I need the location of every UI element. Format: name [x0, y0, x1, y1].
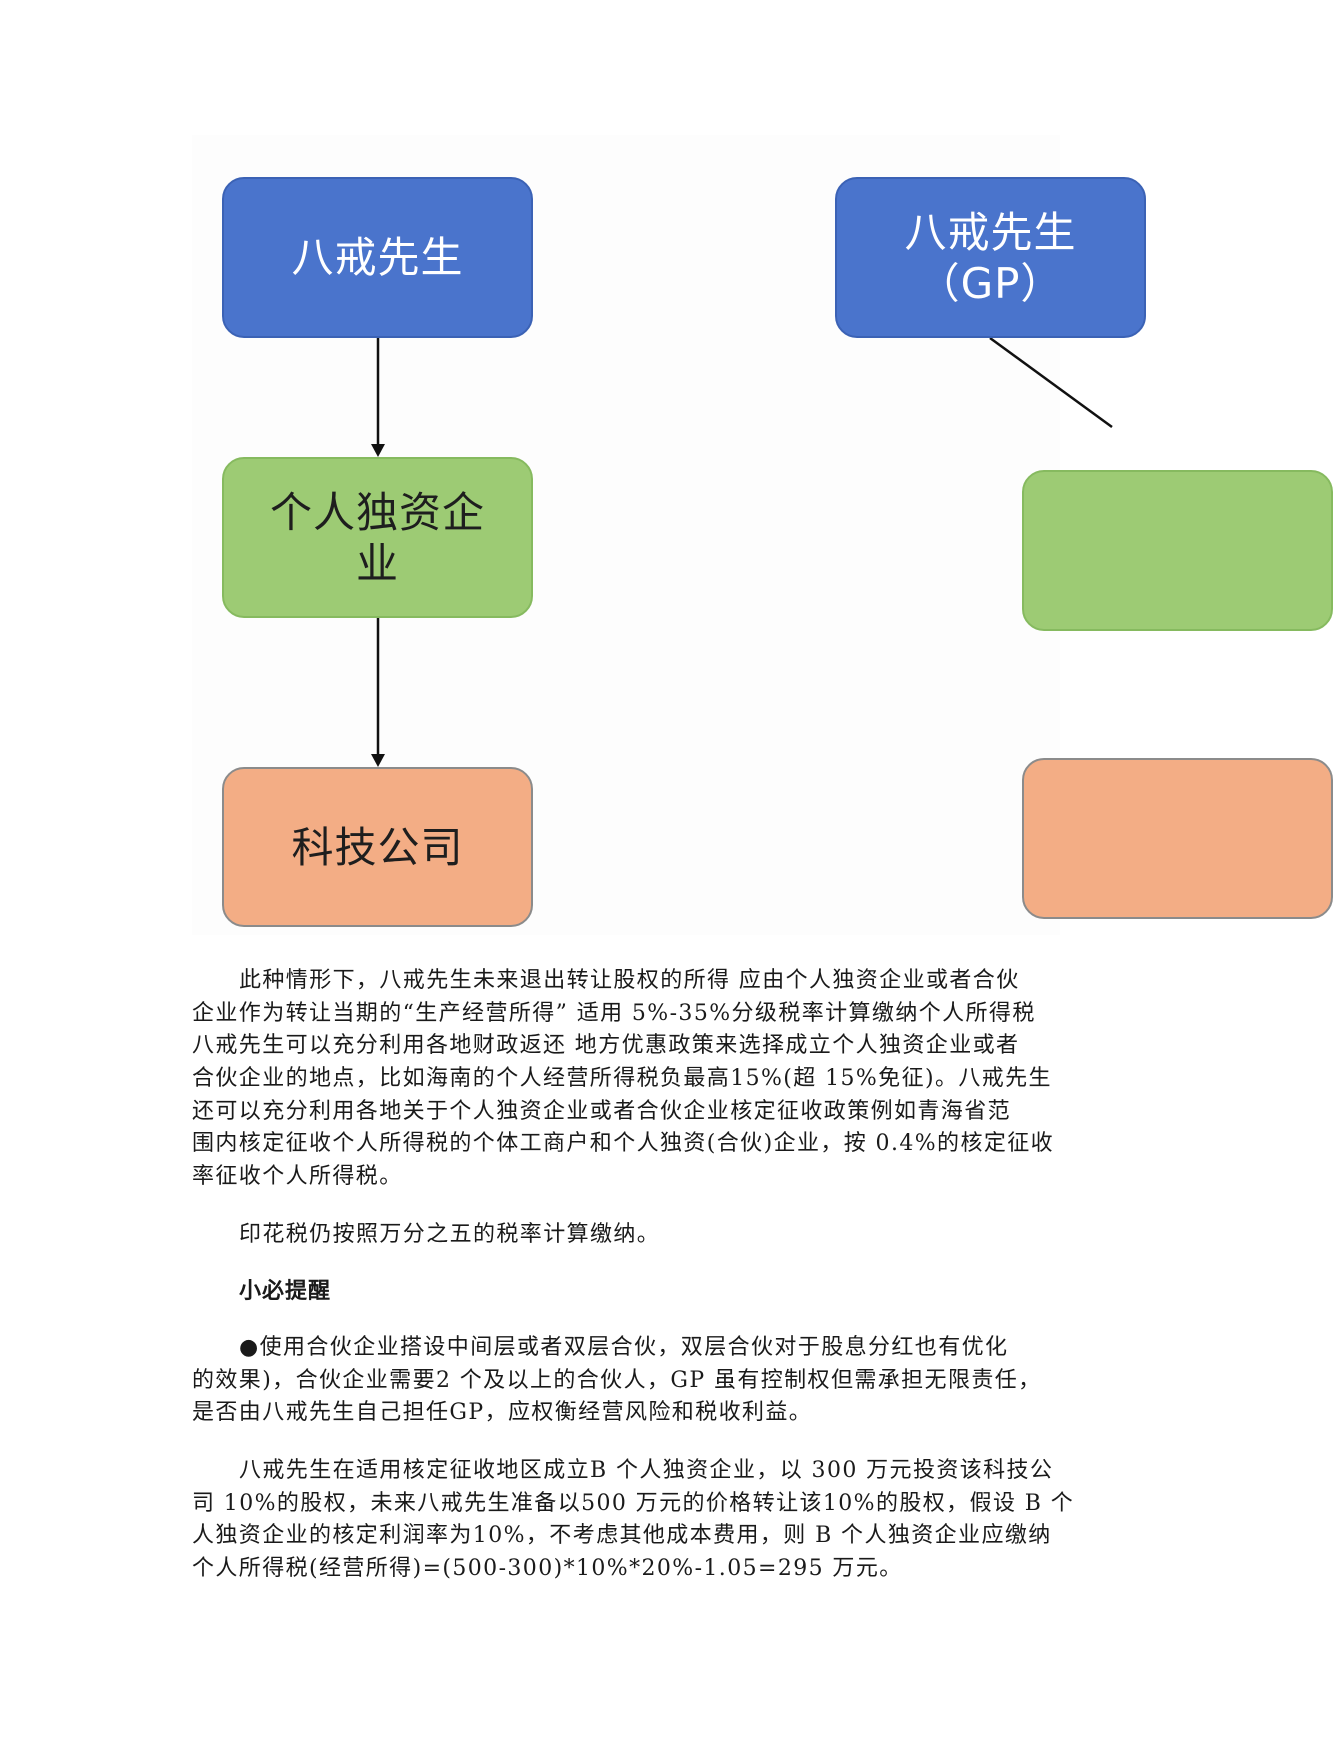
- diagram-connectors: [371, 336, 1113, 767]
- entity-label-line-2: 业: [355, 538, 399, 588]
- structure-diagram: 八戒先生 个人独资企 业 科技公司 八戒先生 （GP）: [192, 135, 1333, 935]
- text-line: 八戒先生可以充分利用各地财政返还 地方优惠政策来选择成立个人独资企业或者: [192, 1033, 1020, 1059]
- text-line: 围内核定征收个人所得税的个体工商户和个人独资(合伙)企业，按 0.4%的核定征收: [192, 1131, 1055, 1157]
- company-box-right: [1022, 758, 1333, 919]
- text-line: 八戒先生在适用核定征收地区成立B 个人独资企业，以 300 万元投资该科技公: [239, 1458, 1054, 1483]
- arrow-entity-to-company-head: [371, 754, 385, 767]
- text-line: 印花税仍按照万分之五的税率计算缴纳。: [239, 1222, 661, 1247]
- reminder-heading-block: 小必提醒: [192, 1276, 1060, 1309]
- text-line: 合伙企业的地点，比如海南的个人经营所得税负最高15%(超 15%免征)。八戒先生: [192, 1066, 1052, 1092]
- text-line: 此种情形下，八戒先生未来退出转让股权的所得 应由个人独资企业或者合伙: [239, 968, 1020, 993]
- owner-gp-label-line-2: （GP）: [917, 258, 1064, 308]
- arrow-owner-to-entity-head: [371, 444, 385, 457]
- entity-label-line-1: 个人独资企: [269, 487, 485, 537]
- owner-gp-label-line-1: 八戒先生: [904, 207, 1077, 257]
- paragraph-partnership-tip: ●使用合伙企业搭设中间层或者双层合伙，双层合伙对于股息分红也有优化 的效果)，合…: [192, 1332, 1060, 1430]
- text-line: 个人所得税(经营所得)=(500-300)*10%*20%-1.05=295 万…: [192, 1556, 903, 1582]
- text-line: 还可以充分利用各地关于个人独资企业或者合伙企业核定征收政策例如青海省范: [192, 1098, 1012, 1124]
- sole-proprietorship-box: 个人独资企 业: [222, 457, 533, 618]
- text-line: 司 10%的股权，未来八戒先生准备以500 万元的价格转让该10%的股权，假设 …: [192, 1490, 1075, 1516]
- paragraph-exit-tax: 此种情形下，八戒先生未来退出转让股权的所得 应由个人独资企业或者合伙 企业作为转…: [192, 965, 1060, 1194]
- text-line: 是否由八戒先生自己担任GP，应权衡经营风险和税收利益。: [192, 1400, 813, 1426]
- tech-company-box: 科技公司: [222, 767, 533, 927]
- owner-box-left: 八戒先生: [222, 177, 533, 338]
- paragraph-stamp-duty: 印花税仍按照万分之五的税率计算缴纳。: [192, 1219, 1060, 1252]
- owner-label: 八戒先生: [291, 233, 464, 282]
- partnership-box-right: [1022, 470, 1333, 631]
- connector-gp-to-partnership: [989, 336, 1113, 429]
- text-line: 人独资企业的核定利润率为10%，不考虑其他成本费用，则 B 个人独资企业应缴纳: [192, 1523, 1052, 1549]
- text-line: 企业作为转让当期的“生产经营所得” 适用 5%-35%分级税率计算缴纳个人所得税: [192, 1000, 1036, 1026]
- reminder-heading: 小必提醒: [239, 1279, 332, 1304]
- paragraph-example-calculation: 八戒先生在适用核定征收地区成立B 个人独资企业，以 300 万元投资该科技公 司…: [192, 1455, 1075, 1586]
- company-label: 科技公司: [291, 822, 464, 872]
- text-line: 率征收个人所得税。: [192, 1164, 403, 1190]
- text-line: ●使用合伙企业搭设中间层或者双层合伙，双层合伙对于股息分红也有优化: [239, 1335, 1009, 1360]
- owner-gp-box-right: 八戒先生 （GP）: [835, 177, 1146, 338]
- text-line: 的效果)，合伙企业需要2 个及以上的合伙人，GP 虽有控制权但需承担无限责任，: [192, 1367, 1042, 1393]
